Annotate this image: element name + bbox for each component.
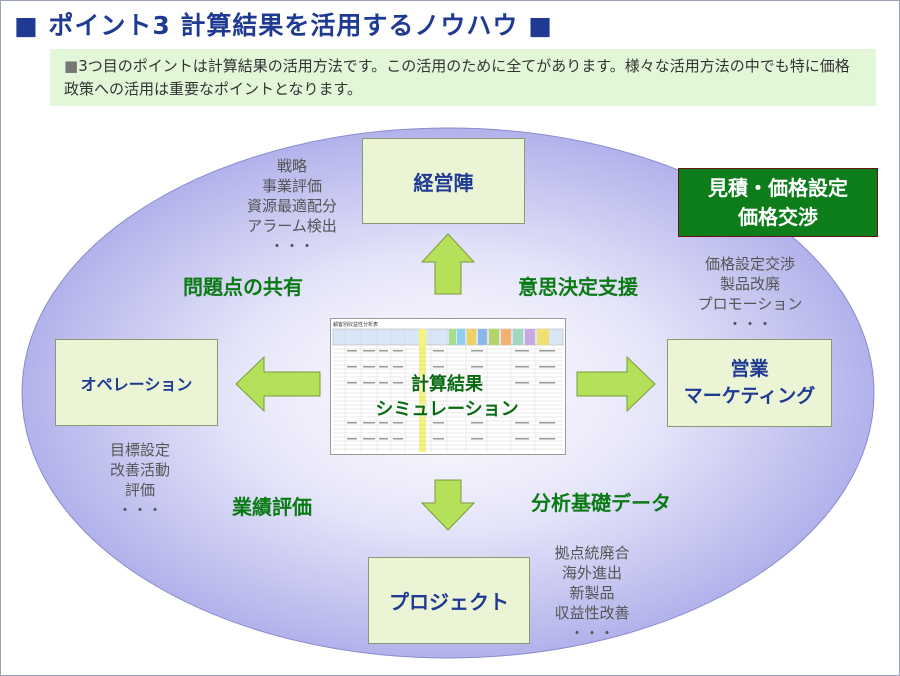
project-box: プロジェクト [368,557,530,644]
intro-panel: ■3つ目のポイントは計算結果の活用方法です。この活用のために全てがあります。様々… [50,49,876,106]
note-item: ・・・ [269,237,315,255]
sales-marketing-box: 営業 マーケティング [667,339,832,427]
arrow-right [576,355,656,413]
relation-problem-sharing: 問題点の共有 [183,275,303,299]
note-item: ・・・ [727,315,773,333]
sheet-caption: 顧客別収益性分析表 [333,322,379,328]
note-item: 海外進出 [561,564,622,582]
pricing-highlight-box: 見積・価格設定 価格交渉 [678,168,878,237]
sales-notes: 価格設定交渉 製品改廃 プロモーション ・・・ [685,254,815,334]
project-notes: 拠点統廃合 海外進出 新製品 収益性改善 ・・・ [535,543,649,643]
intro-body: 3つ目のポイントは計算結果の活用方法です。この活用のために全てがあります。様々な… [64,57,850,98]
note-item: 事業評価 [261,177,322,195]
spreadsheet-thumbnail: 顧客別収益性分析表 [330,318,566,455]
executives-label: 経営陣 [413,170,474,195]
simulation-label: 計算結果 シミュレーション [330,372,564,422]
relation-decision-support: 意思決定支援 [518,275,638,299]
note-item: 評価 [124,481,155,499]
note-item: 拠点統廃合 [554,544,630,562]
arrow-up [420,233,476,295]
note-item: 戦略 [276,157,307,175]
operation-notes: 目標設定 改善活動 評価 ・・・ [85,440,195,520]
relation-performance-evaluation: 業績評価 [232,495,312,519]
relation-analysis-data: 分析基礎データ [531,491,671,515]
sales-label: 営業 [730,358,769,380]
note-item: 製品改廃 [719,275,780,293]
note-item: 新製品 [569,584,615,602]
note-item: プロモーション [697,295,803,313]
executives-box: 経営陣 [362,138,525,224]
simulation-line-1: 計算結果 [411,374,483,395]
executive-notes: 戦略 事業評価 資源最適配分 アラーム検出 ・・・ [220,156,364,256]
note-item: 改善活動 [109,461,170,479]
note-item: 資源最適配分 [246,197,337,215]
intro-bullet: ■ [64,57,79,75]
simulation-line-2: シミュレーション [375,399,519,420]
note-item: 収益性改善 [554,604,630,622]
arrow-down [420,479,476,531]
pricing-line-1: 見積・価格設定 [708,175,848,200]
pricing-line-2: 価格交渉 [738,204,818,229]
arrow-left [235,355,321,413]
operations-label: オペレーション [80,374,193,394]
note-item: 目標設定 [109,441,170,459]
note-item: 価格設定交渉 [704,255,795,273]
note-item: ・・・ [117,501,163,519]
sheet-grid [332,328,564,452]
page-title: ■ ポイント3 計算結果を活用するノウハウ ■ [14,11,553,40]
marketing-label: マーケティング [683,385,816,407]
intro-text: ■3つ目のポイントは計算結果の活用方法です。この活用のために全てがあります。様々… [50,49,876,107]
note-item: ・・・ [569,624,615,642]
note-item: アラーム検出 [247,217,337,235]
project-label: プロジェクト [389,590,509,614]
operations-box: オペレーション [55,339,218,426]
